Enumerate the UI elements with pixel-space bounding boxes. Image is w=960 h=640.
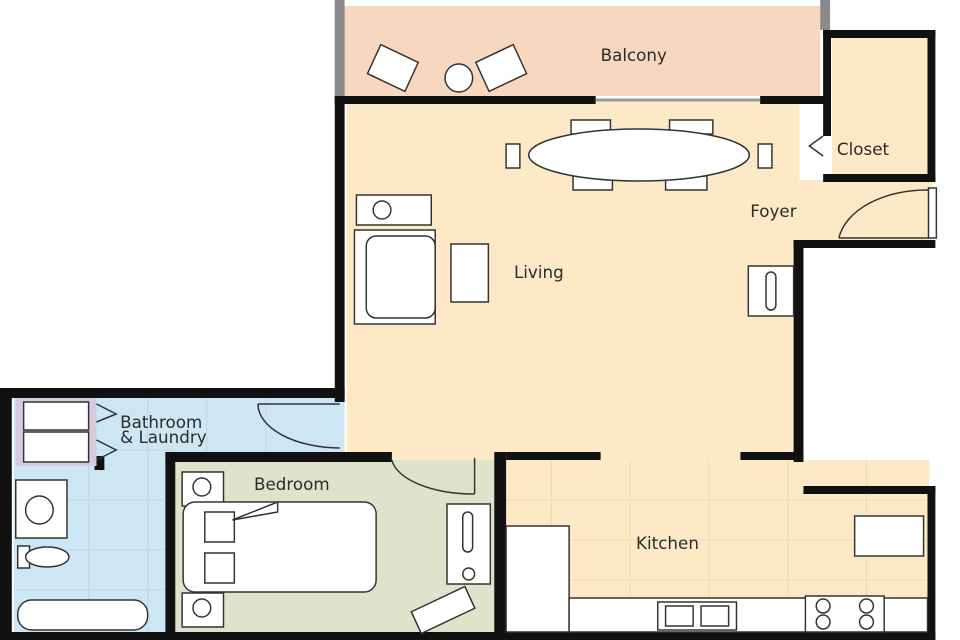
foyer-floor [799, 180, 933, 240]
balcony-table-icon [444, 63, 474, 93]
kitchen-sink-icon [656, 601, 738, 631]
bedroom-door-icon[interactable] [391, 458, 476, 495]
bedroom-chair-icon [410, 585, 476, 635]
sink-icon [15, 479, 68, 539]
stove-icon [804, 595, 885, 633]
label-bedroom: Bedroom [254, 474, 330, 494]
bathroom-door-icon[interactable] [257, 403, 340, 449]
refrigerator-icon [853, 515, 925, 557]
balcony-floor [342, 6, 821, 96]
nightstand-icon [181, 592, 225, 628]
balcony-chair-icon [474, 43, 528, 93]
label-living: Living [514, 262, 564, 282]
label-foyer: Foyer [750, 201, 796, 221]
walls [0, 0, 936, 640]
label-balcony: Balcony [601, 45, 667, 65]
label-closet: Closet [837, 139, 890, 159]
bathtub-icon [16, 599, 149, 631]
nightstand-icon [181, 471, 225, 507]
armchair-icon [355, 194, 432, 226]
tv-unit-icon [747, 265, 795, 317]
closet-door-icon[interactable] [808, 135, 824, 157]
label-laundry: & Laundry [120, 427, 207, 447]
washer-dryer-icon [15, 398, 118, 466]
counter-icon [505, 525, 570, 633]
dining-table-icon [505, 119, 773, 191]
balcony-chair-icon [366, 43, 420, 93]
closet-floor [832, 36, 929, 176]
dresser-icon [446, 503, 492, 585]
label-kitchen: Kitchen [636, 533, 699, 553]
bed-icon [182, 500, 377, 593]
toilet-icon [16, 545, 70, 569]
label-bathroom: Bathroom [120, 412, 202, 432]
coffee-table-icon [450, 243, 490, 303]
entry-door-icon[interactable] [838, 187, 938, 239]
sofa-icon [353, 229, 436, 325]
